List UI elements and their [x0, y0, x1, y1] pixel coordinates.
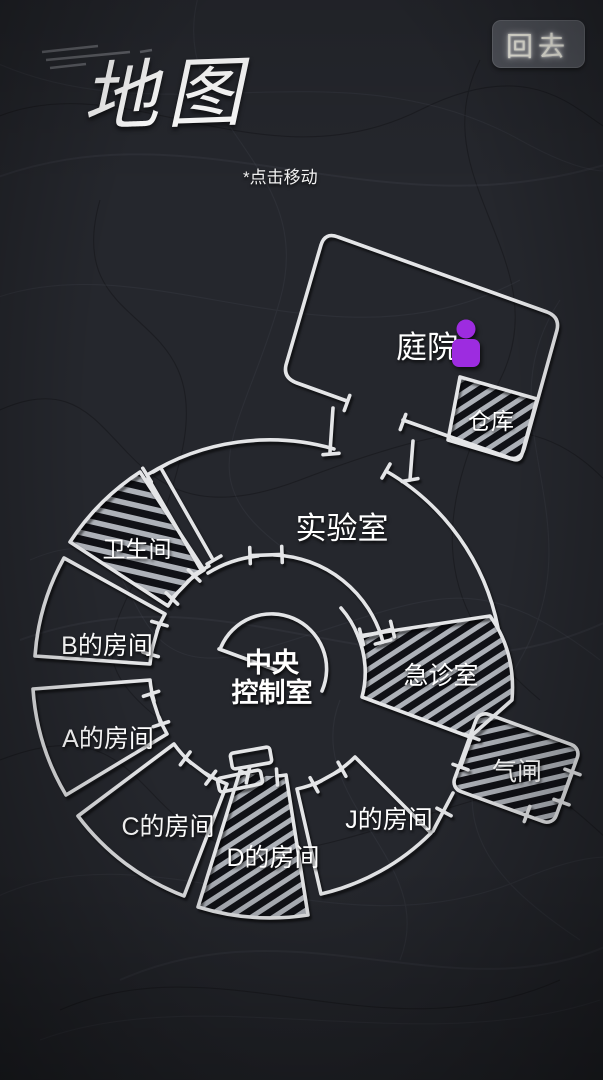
room-laboratory-outer-right	[384, 469, 500, 630]
room-warehouse[interactable]	[448, 377, 537, 460]
emergency-inner-arc	[339, 606, 360, 638]
label-room-j: J的房间	[345, 806, 433, 834]
player-icon	[452, 319, 480, 367]
page-subtitle: *点击移动	[243, 168, 318, 187]
player-icon-head	[456, 319, 476, 339]
label-room-d: D的房间	[226, 844, 319, 872]
label-room-a: A的房间	[62, 725, 154, 753]
label-emergency: 急诊室	[403, 662, 478, 690]
back-button[interactable]: 回去	[492, 20, 585, 68]
player-icon-body	[452, 339, 480, 367]
room-emergency[interactable]	[358, 616, 513, 737]
lab-passage-wall-2	[160, 468, 214, 560]
room-laboratory-inner-right	[272, 553, 385, 644]
chalk-smudge	[41, 44, 153, 70]
room-central-control[interactable]	[219, 612, 329, 693]
label-bathroom: 卫生间	[103, 536, 172, 562]
label-central-line1: 中央	[245, 648, 300, 678]
label-courtyard: 庭院	[396, 330, 458, 365]
central-console-2	[215, 768, 265, 794]
corridor-wall-left	[328, 406, 335, 454]
page-title: 地图	[80, 50, 252, 141]
label-airlock: 气闸	[492, 758, 542, 786]
label-laboratory: 实验室	[296, 511, 389, 546]
room-bathroom[interactable]	[70, 472, 204, 606]
label-central-line2: 控制室	[232, 677, 313, 708]
room-labels: 庭院 仓库 实验室 卫生间 B的房间 A的房间 C的房间 D的房间 J的房间 急…	[61, 330, 542, 872]
room-d[interactable]	[198, 771, 308, 918]
label-room-b: B的房间	[61, 632, 153, 660]
room-warehouse-outline	[446, 375, 539, 462]
label-warehouse: 仓库	[468, 408, 514, 434]
room-laboratory[interactable]	[145, 438, 336, 477]
label-room-c: C的房间	[121, 813, 214, 841]
corridor-wall-right	[408, 439, 415, 482]
room-emergency-outline	[356, 614, 515, 739]
room-airlock[interactable]	[451, 711, 581, 825]
map-linework	[31, 233, 582, 920]
central-door-line	[217, 647, 278, 672]
hatched-fills	[70, 377, 581, 918]
central-console-1	[228, 745, 274, 771]
